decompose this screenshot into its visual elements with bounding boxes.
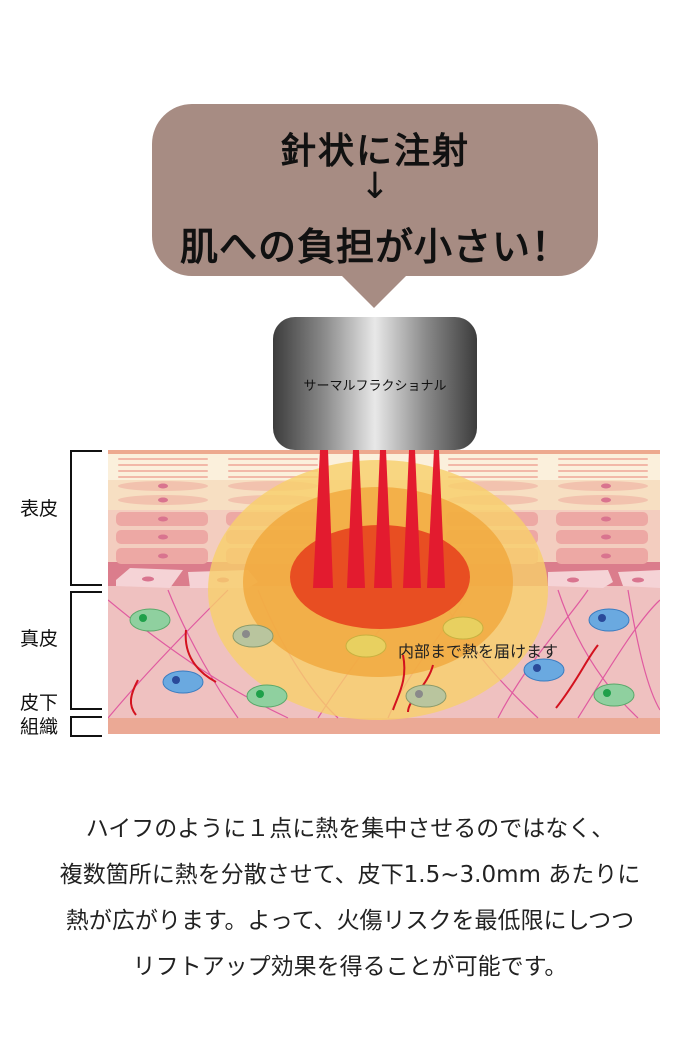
caption-line-1: ハイフのように１点に熱を集中させるのではなく、 <box>85 816 615 842</box>
skin-cross-section <box>108 450 660 734</box>
cells <box>129 608 635 708</box>
bubble-subline: 肌への負担が小さい！ <box>179 225 570 269</box>
down-arrow-icon: ↓ <box>359 166 391 207</box>
heat-annotation: 内部まで熱を届けます <box>398 642 559 661</box>
stratum-corneum <box>118 458 648 478</box>
caption-line-3: 熱が広がります。よって、火傷リスクを最低限にしつつ <box>65 908 635 934</box>
bracket-dermis <box>70 591 102 710</box>
label-epidermis: 表皮 <box>20 498 59 520</box>
label-subcutaneous-1: 皮下 <box>20 692 59 714</box>
device-label: サーマルフラクショナル <box>303 379 447 394</box>
label-dermis: 真皮 <box>20 628 59 650</box>
needles <box>313 450 445 588</box>
bracket-epidermis <box>70 450 102 586</box>
speech-bubble: 針状に注射 ↓ 肌への負担が小さい！ <box>152 104 598 276</box>
caption-line-4: リフトアップ効果を得ることが可能です。 <box>132 954 568 980</box>
caption-line-2: 複数箇所に熱を分散させて、皮下1.5~3.0mm あたりに <box>59 862 641 888</box>
bubble-headline: 針状に注射 <box>279 131 470 172</box>
label-subcutaneous-2: 組織 <box>20 716 59 738</box>
speech-bubble-tail <box>340 274 408 308</box>
device-handpiece: サーマルフラクショナル <box>273 317 477 450</box>
bracket-subcutaneous <box>70 716 102 737</box>
